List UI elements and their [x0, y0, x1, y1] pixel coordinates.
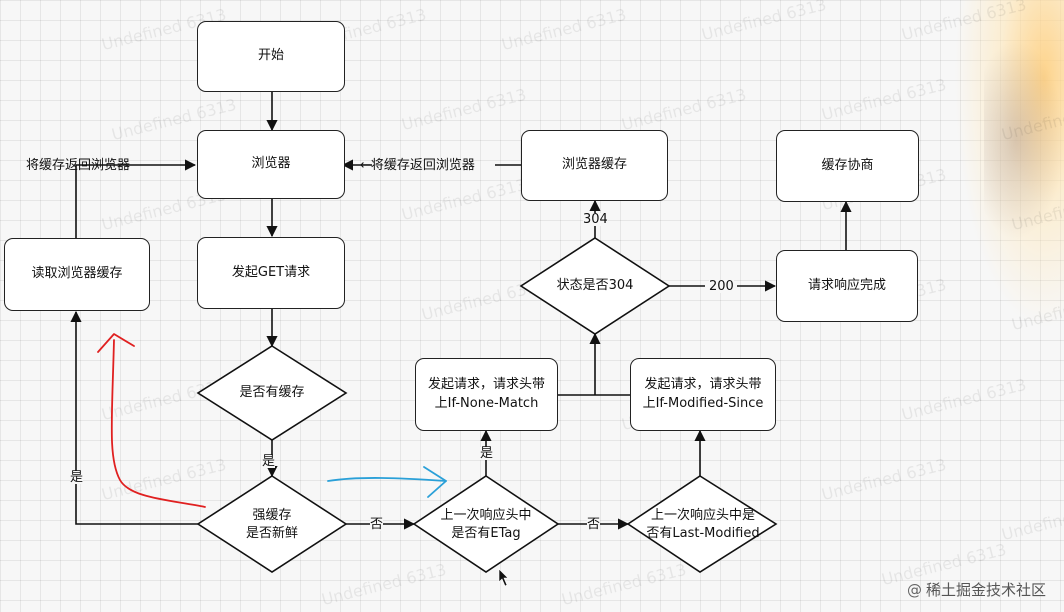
status-304-label: 状态是否304 [556, 277, 634, 293]
strong-cache-line1: 强缓存 [252, 507, 292, 523]
edge-label-no-etag: 否 [587, 517, 601, 532]
edge-label-304: 304 [583, 212, 608, 227]
if-modified-since-line2: 上If-Modified-Since [642, 395, 764, 411]
blue-annotation-arrow [327, 466, 447, 498]
strong-cache-line2: 是否新鲜 [245, 526, 298, 541]
diamond-etag [412, 475, 560, 573]
node-start: 开始 [197, 21, 345, 92]
node-get-request-label: 发起GET请求 [231, 264, 311, 280]
node-browser: 浏览器 [197, 130, 345, 199]
diamond-status-304 [519, 237, 671, 335]
strong-cache-label: 强缓存是否新鲜 [212, 506, 332, 544]
mouse-cursor-icon [498, 568, 509, 587]
has-cache-label: 是否有缓存 [239, 384, 305, 400]
node-browser-label: 浏览器 [251, 156, 291, 172]
if-none-match-line1: 发起请求，请求头带 [427, 377, 545, 393]
decorative-blob-shadow [984, 40, 1064, 240]
node-if-none-match: 发起请求，请求头带 上If-None-Match [415, 358, 558, 431]
edge-label-yes-etag: 是 [480, 446, 494, 461]
etag-check-line2: 是否有ETag [451, 526, 521, 541]
edge-label-no-fresh: 否 [370, 517, 384, 532]
node-start-label: 开始 [257, 48, 284, 64]
diamond-strong-cache [196, 475, 348, 573]
edge-strong-readcache [70, 310, 198, 525]
node-if-modified-since: 发起请求，请求头带 上If-Modified-Since [630, 358, 776, 431]
if-none-match-line2: 上If-None-Match [434, 395, 539, 411]
node-response-done-label: 请求响应完成 [807, 277, 886, 293]
node-negotiate-cache: 缓存协商 [776, 130, 919, 202]
footer-text: 稀土掘金技术社区 [925, 581, 1046, 599]
edge-label-200: 200 [709, 279, 734, 294]
diamond-has-cache [196, 345, 348, 441]
if-modified-since-line1: 发起请求，请求头带 [644, 377, 762, 393]
edge-label-yes-fresh: 是 [70, 470, 84, 485]
node-read-cache: 读取浏览器缓存 [4, 238, 150, 311]
edge-label-return-cache-right: ←将缓存返回浏览器 [360, 158, 475, 173]
node-browser-cache-label: 浏览器缓存 [561, 157, 627, 173]
last-modified-check-label: 上一次响应头中是否有Last-Modified [628, 506, 778, 544]
etag-check-line1: 上一次响应头中 [440, 507, 532, 523]
footer-attribution: @ 稀土掘金技术社区 [907, 579, 1046, 600]
last-modified-line2: 否有Last-Modified [646, 526, 760, 541]
edge-label-yes-has-cache: 是 [262, 454, 276, 469]
edge-label-return-cache-left: 将缓存返回浏览器 [26, 158, 131, 173]
node-if-none-match-label: 发起请求，请求头带 上If-None-Match [428, 376, 545, 412]
etag-check-label: 上一次响应头中是否有ETag [421, 506, 551, 544]
edge-readcache-browser [75, 159, 197, 238]
decorative-blob [954, 0, 1064, 330]
node-browser-cache: 浏览器缓存 [521, 130, 668, 201]
node-if-modified-since-label: 发起请求，请求头带 上If-Modified-Since [643, 376, 764, 412]
node-negotiate-cache-label: 缓存协商 [821, 157, 874, 173]
node-read-cache-label: 读取浏览器缓存 [31, 266, 123, 282]
at-icon: @ [906, 580, 922, 599]
node-get-request: 发起GET请求 [197, 237, 345, 309]
last-modified-line1: 上一次响应头中是 [650, 507, 755, 523]
node-response-done: 请求响应完成 [776, 250, 918, 322]
red-annotation-arrow [97, 333, 206, 508]
diamond-last-modified [626, 475, 778, 573]
